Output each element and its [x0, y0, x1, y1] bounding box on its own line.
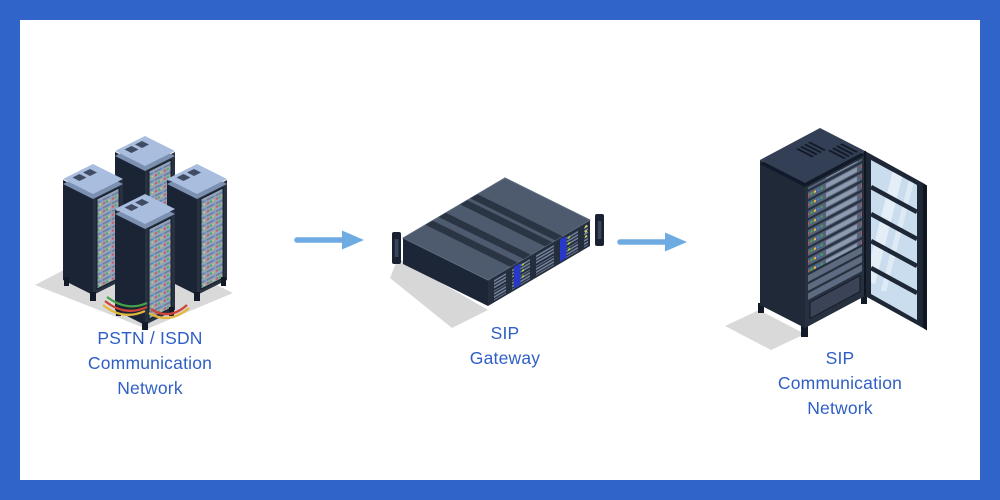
arrow-right-icon	[294, 230, 364, 250]
server-cluster-icon	[35, 135, 233, 330]
rack-glass-door	[864, 151, 927, 331]
pstn-network-label: PSTN / ISDN Communication Network	[87, 328, 213, 398]
sip-gateway-label: SIP Gateway	[469, 323, 541, 368]
rack-equipment-rows	[808, 158, 862, 320]
rack-top-vents	[796, 141, 858, 160]
rack-shadow	[725, 310, 805, 350]
gateway-appliance-icon	[390, 177, 604, 328]
arrow-right-icon	[617, 232, 687, 252]
sip-network-label: SIP Communication Network	[777, 348, 903, 418]
gateway-top-stripes	[425, 194, 563, 267]
cluster-cables	[102, 296, 190, 320]
server-rack-cabinet-icon	[725, 128, 927, 350]
gateway-shadow	[390, 258, 488, 328]
